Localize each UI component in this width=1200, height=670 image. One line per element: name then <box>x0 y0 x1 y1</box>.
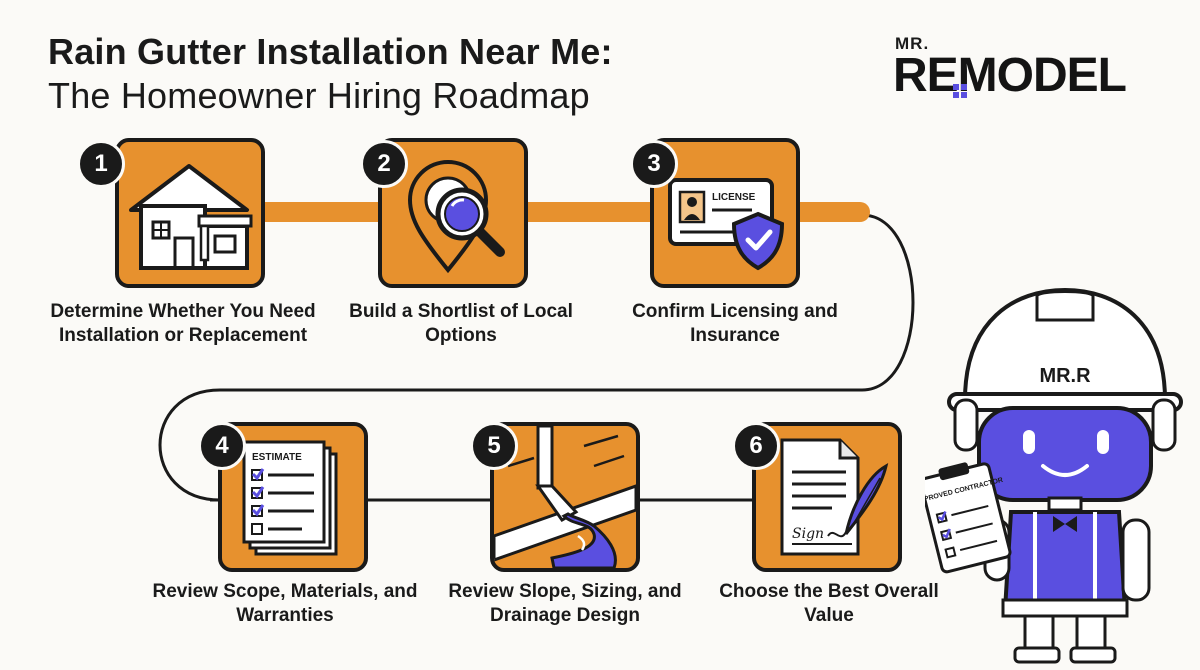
page-title: Rain Gutter Installation Near Me: The Ho… <box>48 30 613 118</box>
step-5-label: Review Slope, Sizing, and Drainage Desig… <box>448 581 682 626</box>
approved-contractor-clipboard-icon: APPROVED CONTRACTOR <box>925 462 1012 574</box>
license-badge-text: LICENSE <box>712 192 756 203</box>
logo-window-icon <box>953 84 967 98</box>
step-5-number: 5 <box>470 422 518 470</box>
step-2-number: 2 <box>360 140 408 188</box>
house-with-gutter-icon <box>129 164 253 270</box>
estimate-checklist-icon: ESTIMATE <box>242 440 338 556</box>
downspout-drainage-icon <box>494 426 636 568</box>
step-6-number: 6 <box>732 422 780 470</box>
title-line-2: The Homeowner Hiring Roadmap <box>48 75 590 116</box>
step-1-number: 1 <box>77 140 125 188</box>
estimate-badge-text: ESTIMATE <box>252 452 302 463</box>
step-2-tile <box>378 138 528 288</box>
step-4-number: 4 <box>198 422 246 470</box>
signed-contract-icon: Sign <box>780 438 889 556</box>
signature-text: Sign <box>792 526 824 542</box>
step-3-number: 3 <box>630 140 678 188</box>
step-1-tile <box>115 138 265 288</box>
logo-brand: REMODEL <box>893 49 1127 102</box>
step-1-label: Determine Whether You Need Installation … <box>50 301 316 346</box>
map-pin-search-icon <box>407 160 505 274</box>
step-4-label: Review Scope, Materials, and Warranties <box>152 581 418 626</box>
step-3-label: Confirm Licensing and Insurance <box>632 301 838 346</box>
logo-prefix: MR. <box>895 34 930 53</box>
license-shield-icon: LICENSE <box>668 178 785 271</box>
step-6-label: Choose the Best Overall Value <box>719 581 939 626</box>
title-line-1: Rain Gutter Installation Near Me: <box>48 31 613 72</box>
brand-logo: MR. REMODEL <box>893 34 1163 104</box>
step-2-label: Build a Shortlist of Local Options <box>349 301 573 346</box>
robot-mascot: MR.R APPROVED CONTRACTOR <box>925 287 1183 664</box>
step-3-tile: LICENSE <box>650 138 800 288</box>
helmet-text: MR.R <box>1039 365 1091 387</box>
